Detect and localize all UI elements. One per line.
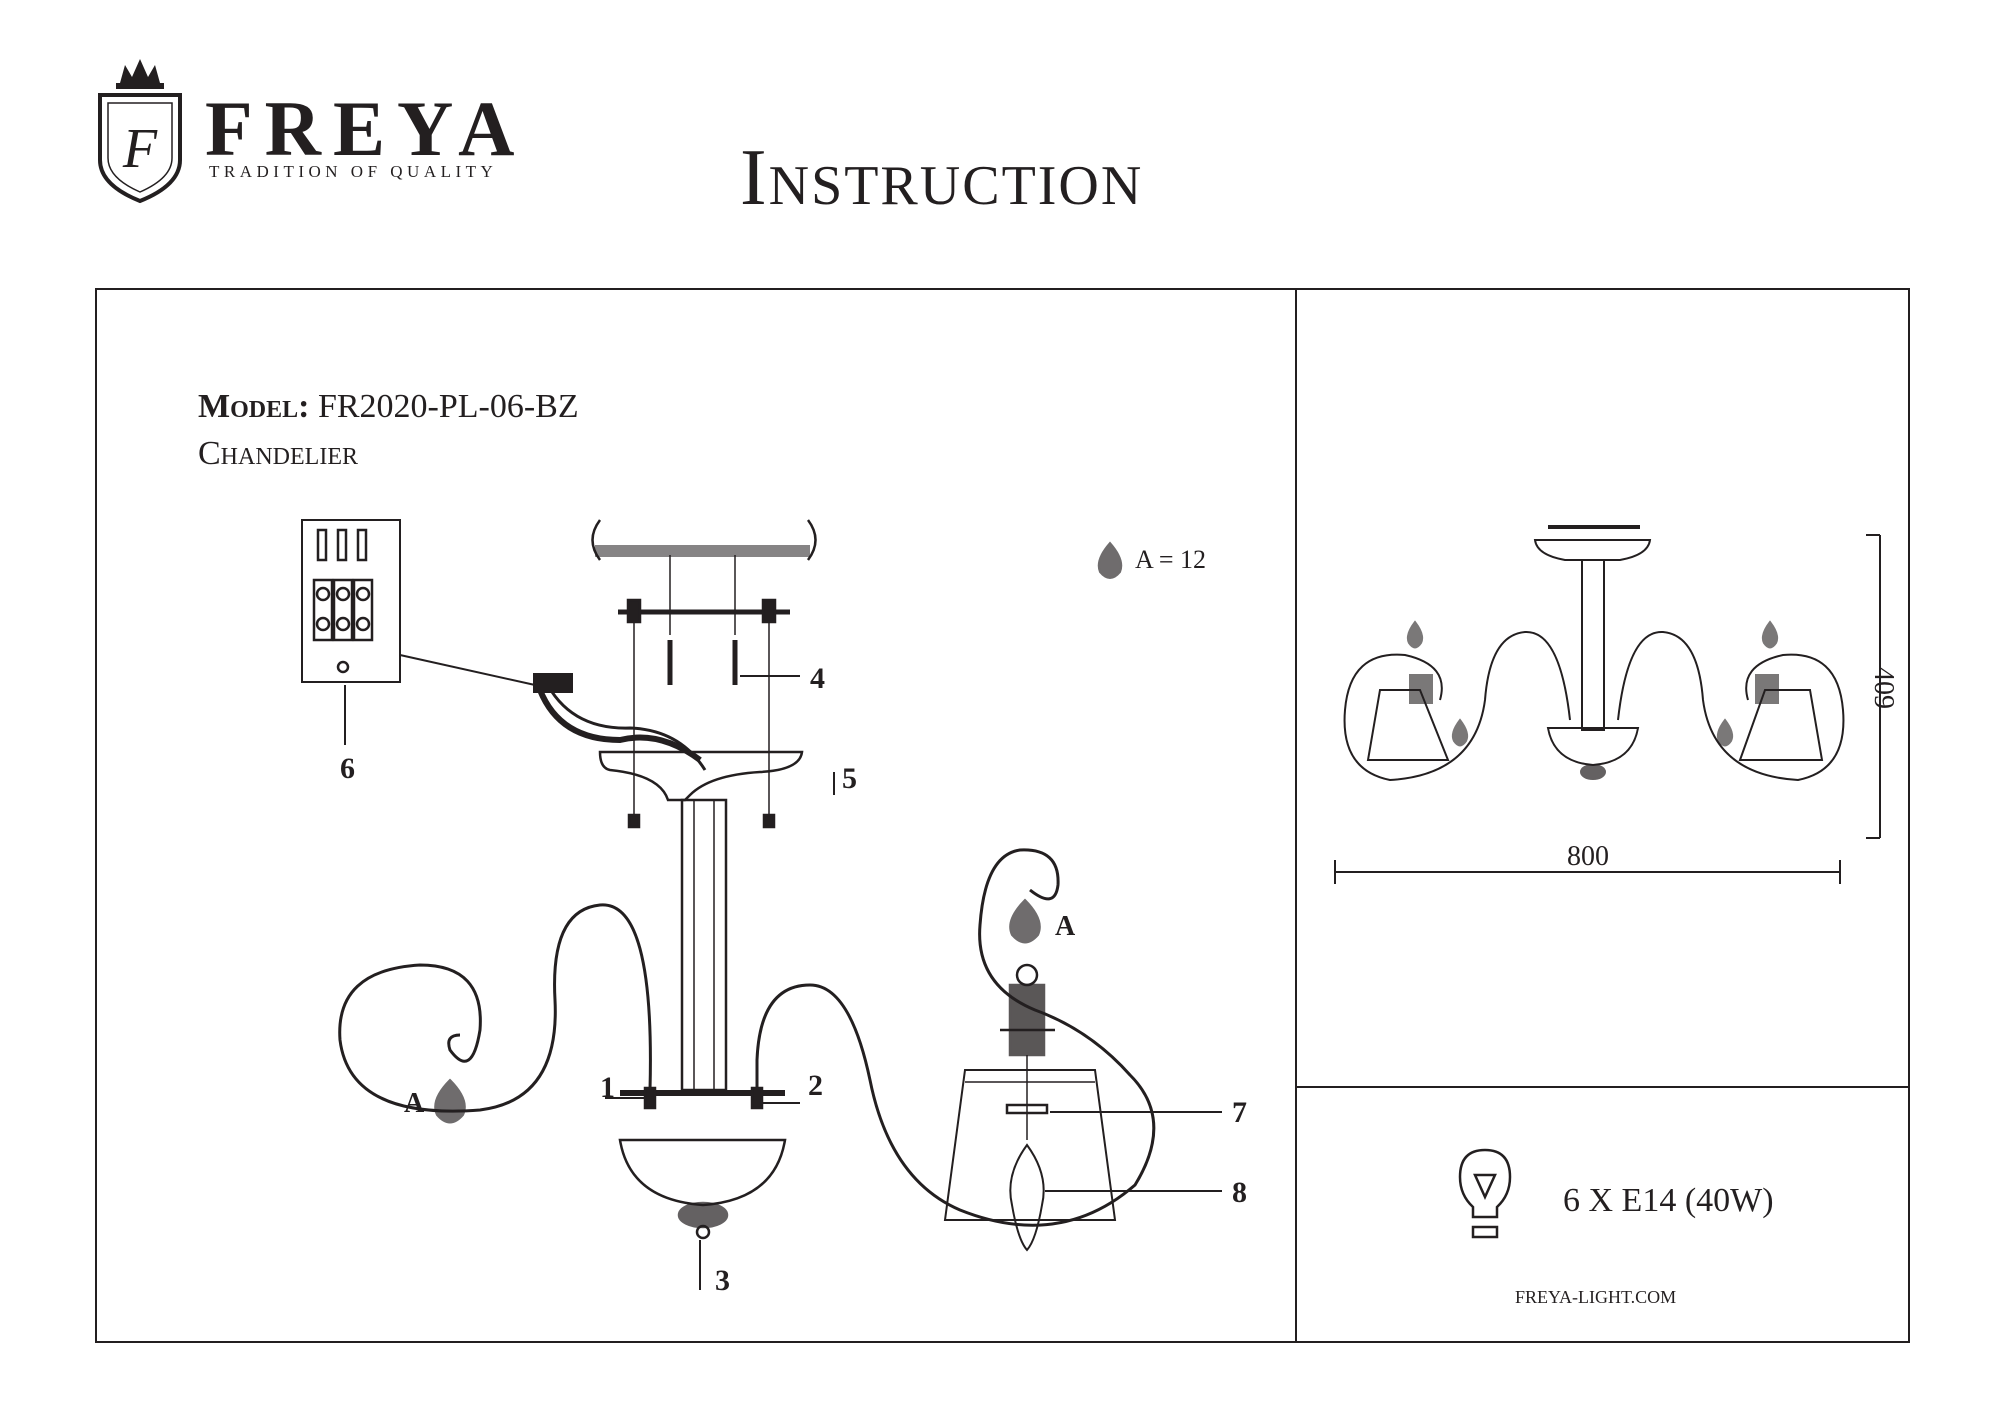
document-title: Instruction <box>740 134 1144 222</box>
callout-5: 5 <box>842 762 857 795</box>
callout-3: 3 <box>715 1264 730 1297</box>
assembly-diagram: 1 2 3 4 5 6 7 8 A A A = 12 <box>301 519 1247 1297</box>
callout-7: 7 <box>1232 1096 1247 1129</box>
callout-4: 4 <box>810 662 825 695</box>
width-value: 800 <box>1567 841 1609 872</box>
freya-crest-logo: F <box>98 59 182 204</box>
height-value: 409 <box>1868 667 1899 709</box>
model-number: FR2020-PL-06-BZ <box>317 388 579 425</box>
lamp-assembly <box>943 963 1117 1252</box>
terminal-block-inset <box>301 519 536 745</box>
light-bulb-icon <box>1458 1148 1512 1239</box>
callout-6: 6 <box>340 752 355 785</box>
ceiling-section <box>591 519 817 635</box>
product-type: Chandelier <box>198 435 358 472</box>
model-line: Model: FR2020-PL-06-BZ <box>198 390 579 424</box>
svg-text:F: F <box>122 118 158 180</box>
right-arm <box>755 848 1156 1227</box>
crystal-label-left: A <box>404 1088 425 1119</box>
horizontal-divider <box>1295 1086 1910 1088</box>
website-link[interactable]: FREYA-LIGHT.COM <box>1515 1287 1677 1307</box>
dimension-diagram: 800 409 <box>1334 525 1899 884</box>
crystal-label-right: A <box>1055 911 1076 942</box>
model-label: Model: <box>198 388 310 425</box>
mounting-bracket <box>618 598 790 829</box>
left-arm <box>338 903 652 1113</box>
brand-tagline: TRADITION OF QUALITY <box>209 162 498 181</box>
bulb-specification: 6 X E14 (40W) <box>1563 1182 1774 1219</box>
crystal-drops <box>434 541 1123 1124</box>
vertical-divider <box>1295 288 1297 1343</box>
callout-8: 8 <box>1232 1176 1247 1209</box>
callout-2: 2 <box>808 1069 823 1102</box>
instruction-frame <box>95 288 1910 1343</box>
crystal-count: A = 12 <box>1135 545 1206 574</box>
callout-1: 1 <box>600 1071 615 1104</box>
brand-name: FREYA <box>205 85 527 172</box>
